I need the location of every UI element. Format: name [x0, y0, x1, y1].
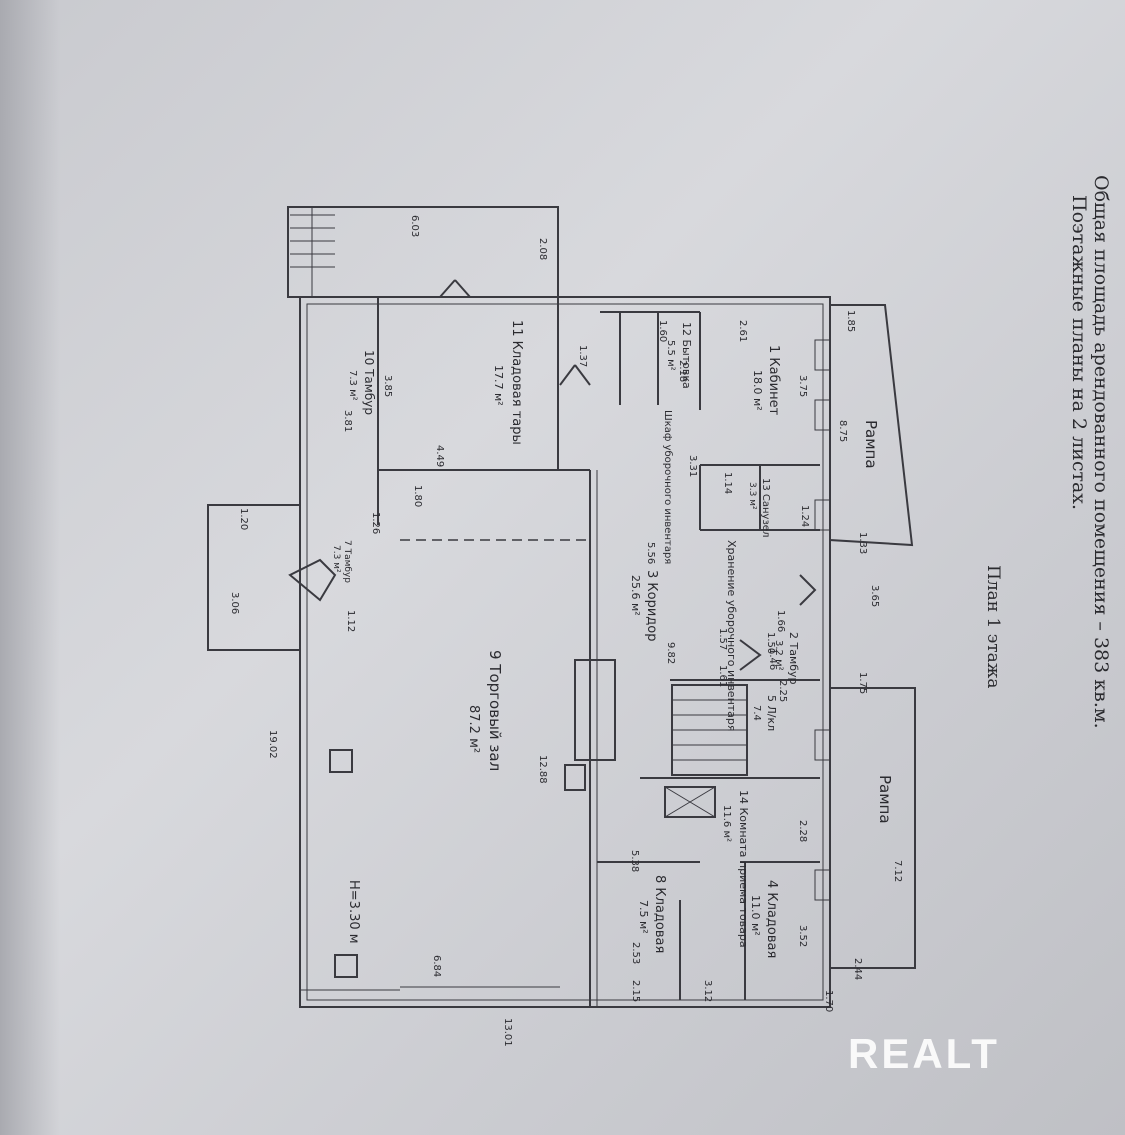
height-note: Н=3.30 м	[346, 880, 361, 944]
dim-label: 1.75	[857, 672, 868, 694]
room-10-area: 7.3 м²	[347, 370, 358, 401]
room-5-area: 7.4	[751, 705, 762, 721]
dim-label: 4.49	[434, 445, 445, 467]
room-14-area: 11.6 м²	[721, 805, 732, 842]
dim-label: 3.31	[687, 455, 698, 477]
porch-left	[207, 504, 301, 651]
dim-label: 1.85	[845, 310, 856, 332]
dim-label: 1.46	[767, 648, 778, 670]
room-11-area: 17.7 м²	[492, 365, 505, 406]
dim-label: 1.33	[857, 532, 868, 554]
dim-label: 1.50	[765, 632, 776, 654]
dim-label: 6.03	[409, 215, 420, 237]
room-1-area: 18.0 м²	[751, 370, 764, 411]
dim-label: 2.25	[777, 680, 788, 702]
room-10-label: 10 Тамбур	[362, 350, 376, 415]
room-12-label: 12 Бытовка	[680, 322, 693, 389]
room-14-label: 14 Комната приема товара	[737, 790, 750, 948]
dim-label: 1.20	[238, 508, 249, 530]
room-13-label: 13 Санузел	[760, 478, 771, 537]
column-2	[334, 954, 358, 978]
note-dispenser: Шкаф уборочного инвентаря	[662, 410, 673, 564]
outer-wall	[299, 296, 831, 1008]
dim-label: 2.18	[677, 360, 688, 382]
dim-label: 2.08	[537, 238, 548, 260]
dim-label: 1.66	[775, 610, 786, 632]
column-1	[329, 749, 353, 773]
dim-label: 5.56	[645, 542, 656, 564]
dim-label: 3.65	[869, 585, 880, 607]
dim-label: 2.15	[630, 980, 641, 1002]
room-12-area: 5.5 м²	[665, 340, 676, 371]
dim-label: 8.75	[837, 420, 848, 442]
room-4-label: 4 Кладовая	[764, 880, 779, 958]
dim-label: 1.61	[717, 665, 728, 687]
dim-label: 3.75	[797, 375, 808, 397]
dim-label: 5.38	[629, 850, 640, 872]
dim-label: 1.60	[657, 320, 668, 342]
ramp-bottom-label: Рампа	[876, 775, 894, 824]
inner-wall-line	[306, 303, 824, 1001]
room-7-label: 7 Тамбур	[342, 540, 352, 583]
room-7-area: 7.3 м²	[331, 545, 341, 573]
column-block	[574, 659, 616, 761]
dim-label: 3.12	[702, 980, 713, 1002]
dim-label: 2.44	[852, 958, 863, 980]
room-3-label: 3 Коридор	[644, 570, 659, 641]
dim-label: 7.12	[892, 860, 903, 882]
dim-label: 3.52	[797, 925, 808, 947]
photo-shadow	[0, 0, 60, 1135]
dim-label: 13.01	[502, 1018, 513, 1047]
dim-label: 2.61	[737, 320, 748, 342]
dim-label: 1.57	[717, 628, 728, 650]
dim-label: 1.80	[412, 485, 423, 507]
ramp-top-label: Рампа	[862, 420, 880, 469]
watermark-logo: REALT	[848, 1030, 1000, 1077]
dim-label: 19.02	[267, 730, 278, 759]
room-13-area: 3.3 м²	[747, 482, 757, 510]
room-1-label: 1 Кабинет	[766, 345, 781, 416]
dim-label: 1.70	[823, 990, 834, 1012]
ramp-bottom	[829, 687, 916, 969]
equipment-box	[664, 786, 716, 818]
dim-label: 2.28	[797, 820, 808, 842]
room-4-area: 11.0 м²	[749, 895, 762, 936]
room-5-label: 5 Л/кл	[765, 695, 778, 731]
room-9-area: 87.2 м²	[466, 705, 481, 753]
dim-label: 6.84	[431, 955, 442, 977]
note-equipment: Хранение уборочного инвентаря	[725, 540, 738, 732]
dim-label: 9.82	[665, 642, 676, 664]
dim-label: 1.14	[722, 472, 733, 494]
dim-label: 1.26	[370, 512, 381, 534]
column-3	[564, 764, 586, 791]
dim-label: 3.81	[342, 410, 353, 432]
dim-label: 3.06	[229, 592, 240, 614]
room-9-label: 9 Торговый зал	[486, 650, 504, 771]
door-entrance	[288, 558, 337, 602]
room-11-label: 11 Кладовая тары	[509, 320, 524, 445]
dimension-labels: 6.03 2.08 1.37 1.60 2.18 2.61 1.85 3.75 …	[229, 215, 903, 1047]
room-2-label: 2 Тамбур	[787, 632, 800, 685]
room-2-area: 3.2 м²	[773, 640, 784, 671]
room-3-area: 25.6 м²	[629, 575, 642, 616]
entrance-block-top	[287, 206, 559, 298]
ramp-top	[829, 304, 914, 547]
room-8-label: 8 Кладовая	[652, 875, 667, 953]
dim-label: 1.37	[577, 345, 588, 367]
room-8-area: 7.5 м²	[637, 900, 650, 934]
dim-label: 1.12	[345, 610, 356, 632]
dim-label: 1.24	[799, 505, 810, 527]
dim-label: 3.85	[382, 375, 393, 397]
dim-label: 2.53	[630, 942, 641, 964]
dim-label: 12.88	[537, 755, 548, 784]
